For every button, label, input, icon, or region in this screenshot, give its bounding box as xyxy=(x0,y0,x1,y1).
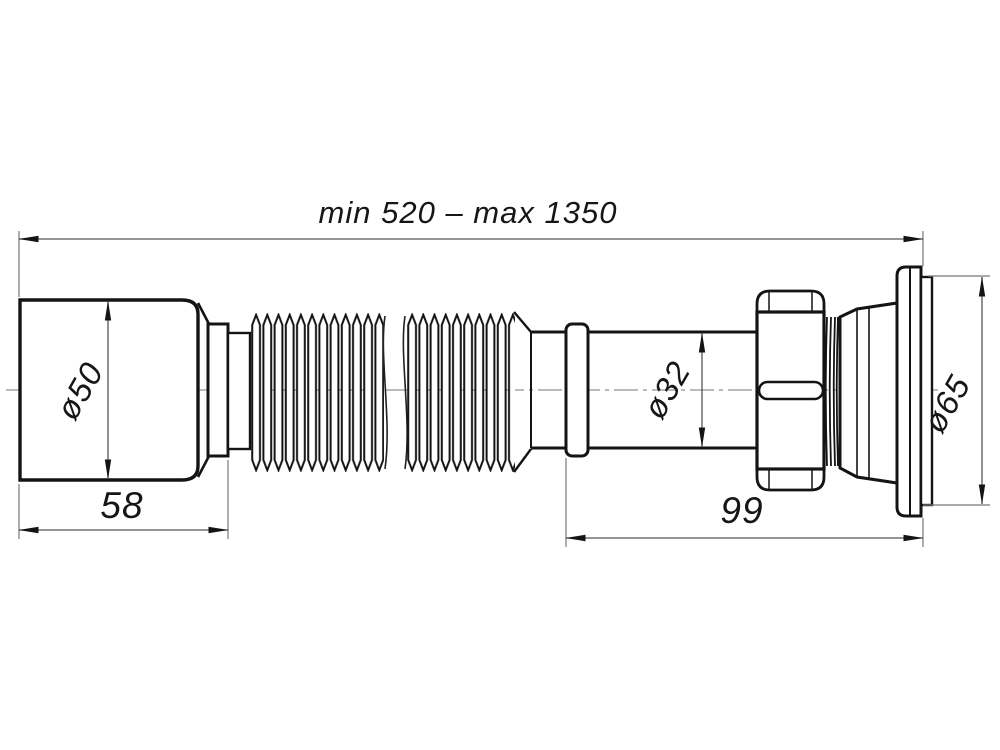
cup-chamfer-top xyxy=(196,302,211,325)
corrugated-section-left xyxy=(250,313,384,472)
hose-break-line-left xyxy=(382,315,388,470)
nut-grip-slot xyxy=(757,380,825,401)
hose-taper-top xyxy=(513,311,532,333)
thread-ring xyxy=(832,316,836,467)
inlet-length-label: 58 xyxy=(100,485,144,526)
thread-ring xyxy=(835,316,839,467)
hose-taper-bottom xyxy=(513,448,532,473)
flange-step-ring xyxy=(919,275,934,507)
inlet-cup xyxy=(18,298,200,482)
outlet-length-label: 99 xyxy=(720,490,764,531)
cup-chamfer-bottom xyxy=(196,455,211,478)
neck-step-1 xyxy=(206,322,230,458)
nut-top-chamfer xyxy=(755,289,826,314)
corrugated-section-right xyxy=(406,313,515,472)
nut-bottom-chamfer xyxy=(755,467,826,492)
thread-ring xyxy=(824,316,828,467)
overall-length-label: min 520 – max 1350 xyxy=(318,195,618,230)
pipe-collar-ring xyxy=(564,322,590,458)
neck-step-2 xyxy=(226,331,252,451)
thread-ring xyxy=(828,316,832,467)
